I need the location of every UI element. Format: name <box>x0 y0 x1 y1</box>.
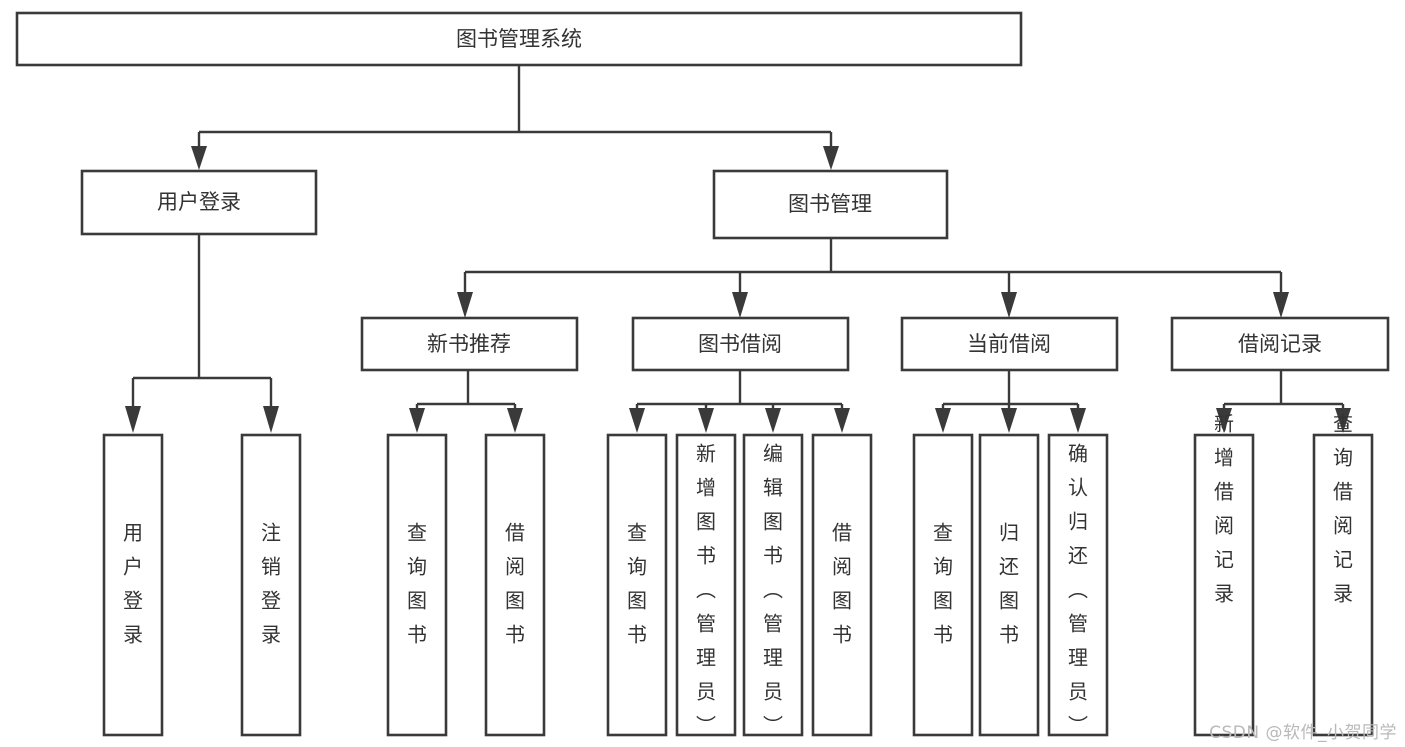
arrow-currentborrow-leaf2-icon <box>1001 408 1017 433</box>
node-root-system[interactable]: 图书管理系统 <box>15 11 1023 67</box>
arrow-bookborrow-leaf1-icon <box>629 408 645 433</box>
node-current-borrow-label: 当前借阅 <box>967 332 1051 356</box>
leaf-book-borrow-1-box <box>606 433 668 737</box>
arrow-borrowrecords-leaf1-icon <box>1216 408 1232 433</box>
connectors-userlogin-to-leaves <box>125 235 279 433</box>
leaf-new-book-1-box <box>386 433 448 737</box>
leaf-current-borrow-2[interactable]: 归还图书 <box>978 433 1040 737</box>
arrow-bookborrow-leaf2-icon <box>698 408 714 433</box>
node-root-system-label: 图书管理系统 <box>456 27 582 51</box>
node-current-borrow-box <box>900 316 1119 372</box>
arrow-newbook-leaf1-icon <box>409 408 425 433</box>
leaf-borrow-records-1[interactable]: 新增借阅记录 <box>1193 412 1255 737</box>
arrow-newbook-leaf2-icon <box>507 408 523 433</box>
arrow-to-borrowrecords-icon <box>1273 292 1289 318</box>
node-book-manage[interactable]: 图书管理 <box>712 169 949 240</box>
connectors-root-to-level2 <box>191 66 839 170</box>
leaf-current-borrow-2-box <box>978 433 1040 737</box>
arrow-userlogin-leaf1-icon <box>125 406 141 433</box>
leaf-book-borrow-2[interactable]: 新增图书︵管理员︶ <box>675 433 737 738</box>
node-user-login-box <box>80 169 318 236</box>
leaf-book-borrow-3[interactable]: 编辑图书︵管理员︶ <box>742 433 804 738</box>
connectors-bookborrow-to-leaves <box>629 371 850 433</box>
leaf-current-borrow-3[interactable]: 确认归还︵管理员︶ <box>1047 433 1109 738</box>
node-root-system-box <box>15 11 1023 67</box>
node-borrow-records-box <box>1170 316 1390 372</box>
leaf-current-borrow-1[interactable]: 查询图书 <box>912 433 974 737</box>
leaf-user-login-1[interactable]: 用户登录 <box>102 433 164 737</box>
leaf-current-borrow-1-box <box>912 433 974 737</box>
leaf-current-borrow-2-label: 归还图书 <box>999 521 1019 647</box>
node-book-manage-label: 图书管理 <box>788 192 872 216</box>
leaf-borrow-records-2-box <box>1312 433 1374 737</box>
leaf-book-borrow-2-box <box>675 433 737 737</box>
node-new-book-recommend[interactable]: 新书推荐 <box>360 316 579 372</box>
leaf-current-borrow-3-label: 确认归还︵管理员︶ <box>1068 442 1088 738</box>
arrow-to-book-manage-icon <box>823 146 839 170</box>
leaf-borrow-records-2-label: 查询借阅记录 <box>1333 412 1353 606</box>
leaf-borrow-records-2[interactable]: 查询借阅记录 <box>1312 412 1374 737</box>
node-book-borrow[interactable]: 图书借阅 <box>631 316 850 372</box>
node-user-login-label: 用户登录 <box>157 190 241 214</box>
node-borrow-records-label: 借阅记录 <box>1238 332 1322 356</box>
leaf-borrow-records-1-box <box>1193 433 1255 737</box>
leaf-book-borrow-2-label: 新增图书︵管理员︶ <box>696 442 716 738</box>
leaf-book-borrow-1-label: 查询图书 <box>627 521 647 647</box>
leaf-new-book-2-box <box>484 433 546 737</box>
arrow-bookborrow-leaf4-icon <box>834 408 850 433</box>
leaf-new-book-1[interactable]: 查询图书 <box>386 433 448 737</box>
leaf-user-login-1-label: 用户登录 <box>123 521 143 647</box>
leaf-user-login-2-box <box>240 433 302 737</box>
leaf-borrow-records-1-label: 新增借阅记录 <box>1214 412 1234 606</box>
node-new-book-recommend-label: 新书推荐 <box>427 332 511 356</box>
node-current-borrow[interactable]: 当前借阅 <box>900 316 1119 372</box>
leaf-book-borrow-3-box <box>742 433 804 737</box>
connectors-borrowrecords-to-leaves <box>1216 371 1351 433</box>
leaf-book-borrow-4-label: 借阅图书 <box>832 521 852 647</box>
node-book-borrow-box <box>631 316 850 372</box>
leaf-new-book-2-label: 借阅图书 <box>505 521 525 647</box>
arrow-currentborrow-leaf1-icon <box>935 408 951 433</box>
csdn-watermark: CSDN @软件_小贺同学 <box>1209 723 1397 743</box>
arrow-userlogin-leaf2-icon <box>263 406 279 433</box>
leaf-new-book-1-label: 查询图书 <box>407 521 427 647</box>
node-borrow-records[interactable]: 借阅记录 <box>1170 316 1390 372</box>
connectors-bookmanage-to-level3 <box>457 239 1289 318</box>
node-book-borrow-label: 图书借阅 <box>698 332 782 356</box>
arrow-currentborrow-leaf3-icon <box>1070 408 1086 433</box>
leaf-book-borrow-4-box <box>811 433 873 737</box>
arrow-bookborrow-leaf3-icon <box>765 408 781 433</box>
leaf-book-borrow-4[interactable]: 借阅图书 <box>811 433 873 737</box>
node-new-book-recommend-box <box>360 316 579 372</box>
arrow-to-user-login-icon <box>191 146 207 170</box>
connectors-newbook-to-leaves <box>409 371 523 433</box>
connectors-currentborrow-to-leaves <box>935 371 1086 433</box>
leaf-current-borrow-3-box <box>1047 433 1109 737</box>
leaf-new-book-2[interactable]: 借阅图书 <box>484 433 546 737</box>
arrow-borrowrecords-leaf2-icon <box>1335 408 1351 433</box>
node-book-manage-box <box>712 169 949 240</box>
leaf-user-login-2[interactable]: 注销登录 <box>240 433 302 737</box>
arrow-to-bookborrow-icon <box>732 292 748 318</box>
leaf-book-borrow-1[interactable]: 查询图书 <box>606 433 668 737</box>
leaf-user-login-2-label: 注销登录 <box>261 521 281 647</box>
leaf-book-borrow-3-label: 编辑图书︵管理员︶ <box>763 442 783 738</box>
node-user-login[interactable]: 用户登录 <box>80 169 318 236</box>
leaf-user-login-1-box <box>102 433 164 737</box>
arrow-to-newbook-icon <box>457 292 473 318</box>
arrow-to-currentborrow-icon <box>1001 292 1017 318</box>
leaf-current-borrow-1-label: 查询图书 <box>933 521 953 647</box>
